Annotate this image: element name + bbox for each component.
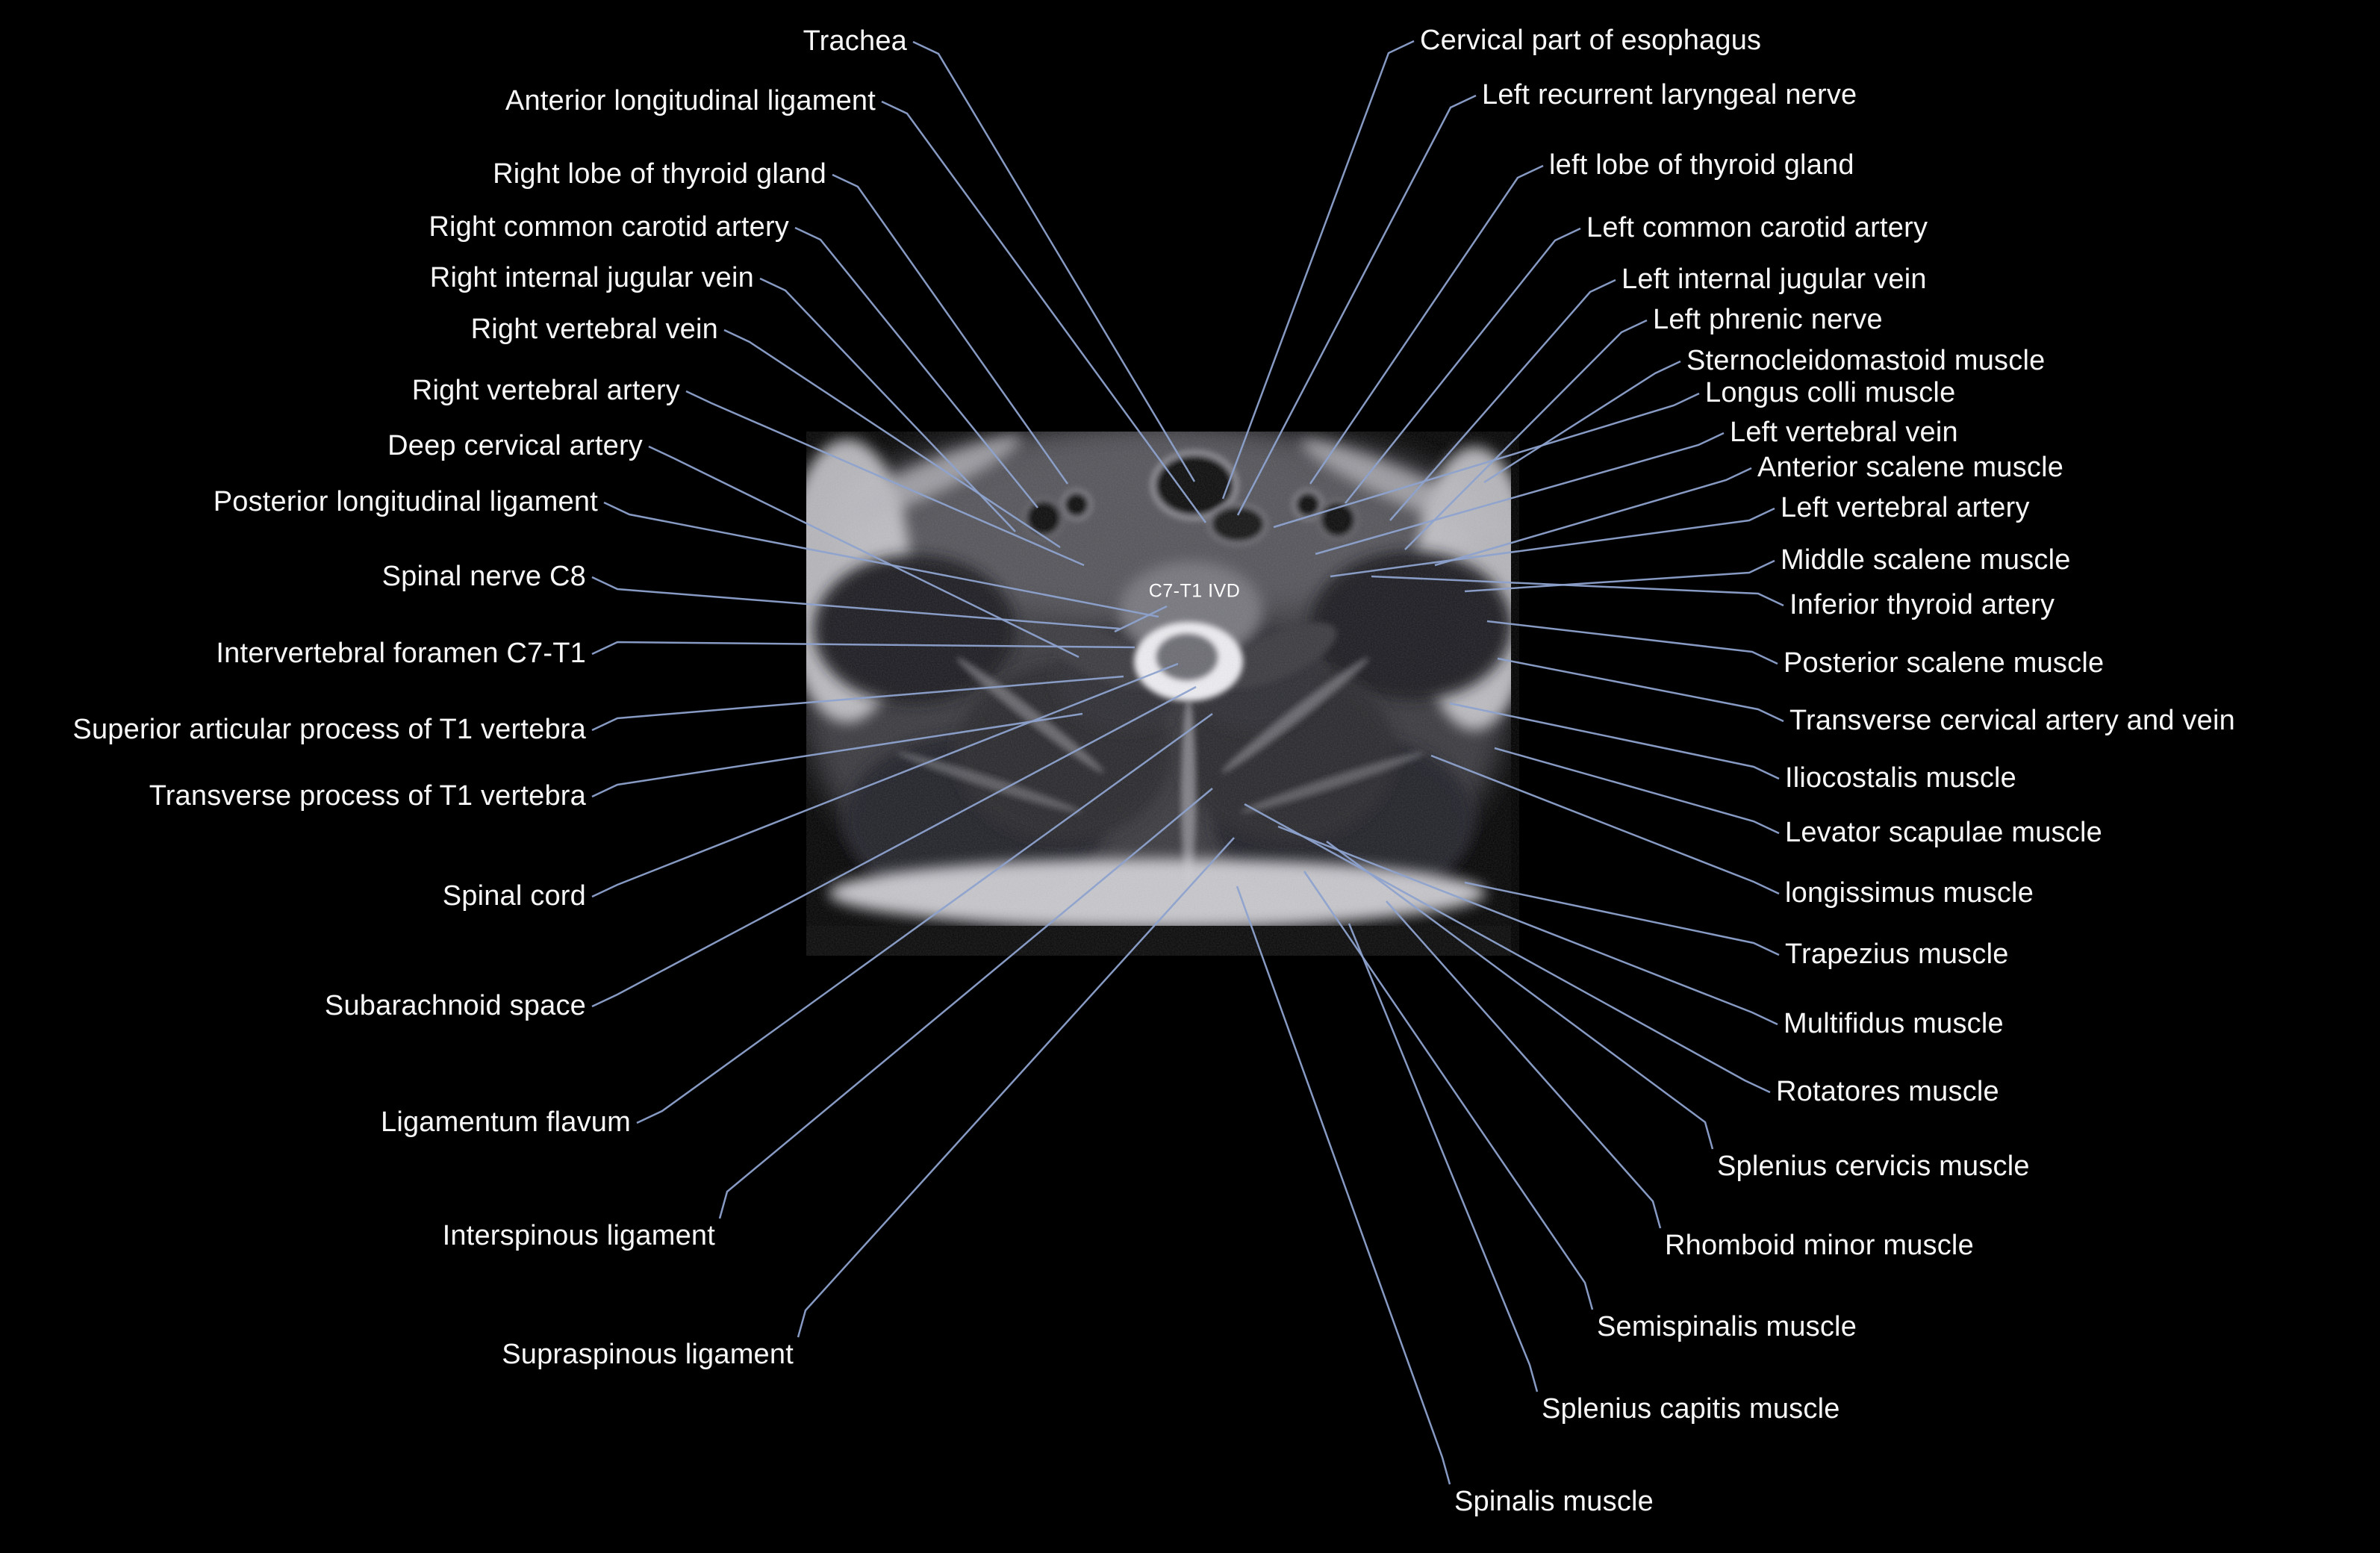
anatomy-label: Posterior longitudinal ligament — [213, 486, 598, 518]
anatomy-label: Transverse process of T1 vertebra — [149, 780, 586, 812]
anatomy-label: Anterior longitudinal ligament — [505, 85, 876, 117]
anatomy-label: Levator scapulae muscle — [1785, 817, 2102, 849]
anatomy-label: Intervertebral foramen C7-T1 — [216, 638, 586, 670]
anatomy-label: Sternocleidomastoid muscle — [1686, 345, 2046, 377]
anatomy-label: longissimus muscle — [1785, 877, 2034, 909]
anatomy-label: Trapezius muscle — [1785, 939, 2009, 971]
anatomy-label: Left internal jugular vein — [1622, 264, 1927, 296]
leader-line — [1348, 923, 1539, 1392]
anatomy-label: Ligamentum flavum — [381, 1107, 631, 1139]
mri-scan-panel — [784, 424, 1534, 956]
anatomy-label: Rotatores muscle — [1776, 1076, 1999, 1108]
anatomy-label: Iliocostalis muscle — [1785, 762, 2017, 794]
anatomy-label: Right vertebral artery — [411, 375, 680, 407]
anatomy-label: Deep cervical artery — [387, 430, 643, 462]
anatomy-label: Interspinous ligament — [442, 1220, 715, 1252]
anatomy-label: left lobe of thyroid gland — [1549, 149, 1854, 181]
mri-scan-image — [784, 424, 1534, 956]
anatomy-label: Spinal cord — [442, 880, 586, 912]
anatomy-label: Cervical part of esophagus — [1420, 25, 1762, 57]
leader-line — [912, 40, 1196, 482]
anatomy-label: Left recurrent laryngeal nerve — [1482, 79, 1857, 111]
anatomy-label: Supraspinous ligament — [502, 1339, 794, 1371]
anatomy-label: Longus colli muscle — [1705, 377, 1956, 409]
leader-line — [1221, 40, 1415, 499]
anatomy-label: Transverse cervical artery and vein — [1789, 705, 2235, 737]
anatomy-label: Right internal jugular vein — [429, 262, 754, 294]
anatomy-label: Spinal nerve C8 — [381, 561, 586, 593]
anatomy-label: Anterior scalene muscle — [1757, 452, 2064, 484]
leader-line — [1236, 886, 1451, 1485]
anatomy-label: Trachea — [803, 25, 907, 57]
anatomy-label: Right common carotid artery — [429, 211, 789, 243]
leader-line — [1497, 657, 1784, 723]
anatomy-label: Spinalis muscle — [1454, 1486, 1654, 1518]
anatomy-label: Right vertebral vein — [470, 314, 718, 346]
anatomy-label: Subarachnoid space — [324, 990, 586, 1022]
anatomy-label: Left phrenic nerve — [1653, 304, 1883, 336]
anatomy-label: Splenius cervicis muscle — [1717, 1151, 2030, 1183]
anatomy-label: Left common carotid artery — [1586, 212, 1928, 244]
anatomy-label: Semispinalis muscle — [1597, 1311, 1857, 1343]
anatomy-label: Posterior scalene muscle — [1784, 647, 2105, 679]
anatomy-label: Right lobe of thyroid gland — [493, 158, 826, 190]
leader-line — [1486, 620, 1778, 665]
anatomy-label: Multifidus muscle — [1784, 1008, 2004, 1040]
c7t1-ivd-label: C7-T1 IVD — [1148, 580, 1241, 602]
anatomy-label: Left vertebral artery — [1781, 492, 2030, 524]
anatomy-label: Superior articular process of T1 vertebr… — [72, 714, 586, 746]
anatomy-label: Inferior thyroid artery — [1789, 589, 2055, 621]
anatomy-label: Splenius capitis muscle — [1542, 1393, 1840, 1425]
leader-line — [1494, 747, 1780, 835]
anatomy-label: Middle scalene muscle — [1781, 544, 2071, 576]
anatomy-label: Left vertebral vein — [1730, 417, 1958, 449]
anatomy-label: Rhomboid minor muscle — [1665, 1230, 1974, 1262]
